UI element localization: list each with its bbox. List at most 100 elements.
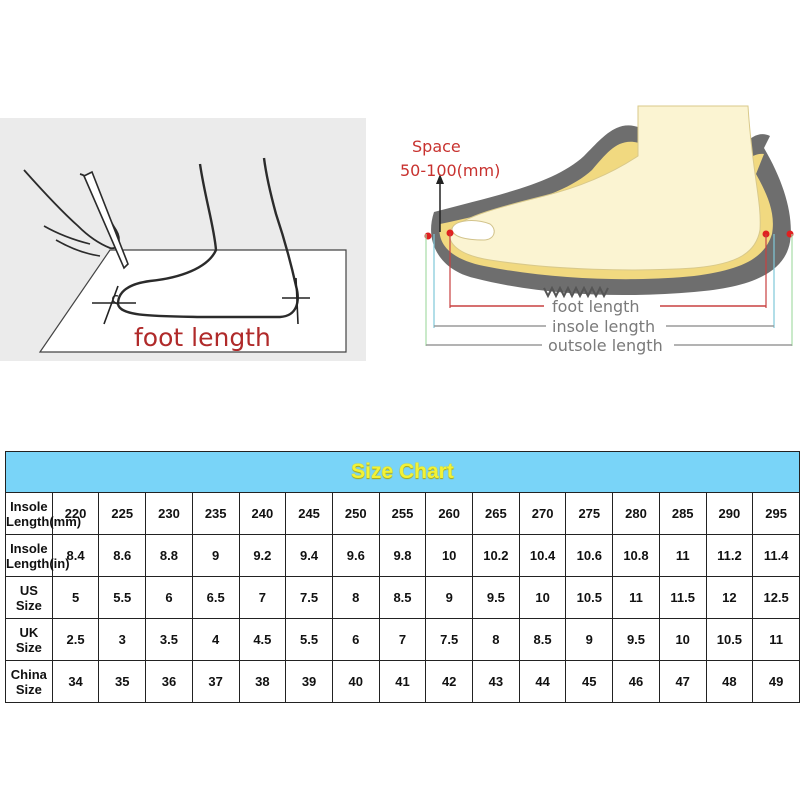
row-label: Insole Length(mm) xyxy=(5,492,81,535)
size-cell: 295 xyxy=(752,492,800,535)
size-cell: 5.5 xyxy=(98,576,147,619)
size-cell: 49 xyxy=(752,660,800,703)
size-cell: 9 xyxy=(565,618,614,661)
size-cell: 11.4 xyxy=(752,534,800,577)
size-cell: 9 xyxy=(191,534,240,577)
shoe-cross-section-illustration: Space 50-100(mm) foot length insole leng… xyxy=(394,92,800,382)
size-cell: 9.5 xyxy=(472,576,520,619)
size-cell: 10 xyxy=(518,576,567,619)
size-cell: 9.5 xyxy=(612,618,660,661)
arrow-head-icon xyxy=(436,174,444,184)
size-cell: 3.5 xyxy=(145,618,193,661)
size-cell: 10.8 xyxy=(612,534,660,577)
shoe-diagram: Space 50-100(mm) foot length insole leng… xyxy=(400,105,794,355)
foot-outline xyxy=(116,157,299,319)
size-cell: 7.5 xyxy=(285,576,333,619)
size-cell: 255 xyxy=(378,492,427,535)
size-cell: 4 xyxy=(191,618,240,661)
size-cell: 4.5 xyxy=(238,618,287,661)
finger-lines-lower xyxy=(55,239,101,257)
size-cell: 5.5 xyxy=(285,618,333,661)
sole-tread xyxy=(543,285,609,299)
size-cell: 48 xyxy=(705,660,754,703)
size-cell: 11 xyxy=(612,576,660,619)
row-label: UK Size xyxy=(5,618,53,661)
toe-nail xyxy=(451,220,495,241)
size-cell: 42 xyxy=(425,660,474,703)
size-cell: 275 xyxy=(565,492,614,535)
size-cell: 8 xyxy=(472,618,520,661)
size-cell: 11.5 xyxy=(658,576,707,619)
size-cell: 260 xyxy=(425,492,474,535)
foot-measuring-illustration: foot length xyxy=(0,118,366,361)
size-cell: 34 xyxy=(51,660,100,703)
size-cell: 8.8 xyxy=(145,534,193,577)
size-cell: 35 xyxy=(98,660,147,703)
size-chart-title: Size Chart xyxy=(5,451,800,493)
size-cell: 8.5 xyxy=(518,618,567,661)
size-cell: 11 xyxy=(658,534,707,577)
finger-lines xyxy=(43,225,91,245)
size-cell: 2.5 xyxy=(51,618,100,661)
foot-length-caption: foot length xyxy=(552,297,640,316)
row-label: China Size xyxy=(5,660,53,703)
size-cell: 44 xyxy=(518,660,567,703)
size-cell: 240 xyxy=(238,492,287,535)
size-cell: 9.4 xyxy=(285,534,333,577)
size-cell: 270 xyxy=(518,492,567,535)
size-cell: 6 xyxy=(145,576,193,619)
size-cell: 9.2 xyxy=(238,534,287,577)
size-cell: 8.6 xyxy=(98,534,147,577)
pencil-icon xyxy=(82,170,129,270)
space-label: Space xyxy=(412,137,461,156)
outsole-length-caption: outsole length xyxy=(548,336,663,355)
size-cell: 8 xyxy=(331,576,380,619)
size-cell: 235 xyxy=(191,492,240,535)
size-cell: 40 xyxy=(331,660,380,703)
size-cell: 10.5 xyxy=(705,618,754,661)
size-cell: 11.2 xyxy=(705,534,754,577)
heel-mark-vertical xyxy=(295,277,299,325)
size-cell: 11 xyxy=(752,618,800,661)
size-cell: 46 xyxy=(612,660,660,703)
size-cell: 43 xyxy=(472,660,520,703)
size-cell: 38 xyxy=(238,660,287,703)
size-cell: 280 xyxy=(612,492,660,535)
size-cell: 6.5 xyxy=(191,576,240,619)
foot-on-paper-drawing: foot length xyxy=(23,157,347,353)
size-cell: 12.5 xyxy=(752,576,800,619)
size-cell: 230 xyxy=(145,492,193,535)
size-cell: 9 xyxy=(425,576,474,619)
space-value: 50-100(mm) xyxy=(400,161,500,180)
size-cell: 45 xyxy=(565,660,614,703)
size-cell: 7 xyxy=(238,576,287,619)
size-cell: 37 xyxy=(191,660,240,703)
size-cell: 12 xyxy=(705,576,754,619)
size-cell: 290 xyxy=(705,492,754,535)
size-cell: 10.6 xyxy=(565,534,614,577)
size-cell: 39 xyxy=(285,660,333,703)
foot-shape xyxy=(449,105,761,271)
paper-sheet xyxy=(38,249,347,353)
insole-length-caption: insole length xyxy=(552,317,655,336)
toe-mark-diagonal xyxy=(103,285,119,325)
size-cell: 7.5 xyxy=(425,618,474,661)
size-cell: 265 xyxy=(472,492,520,535)
size-cell: 36 xyxy=(145,660,193,703)
size-cell: 9.8 xyxy=(378,534,427,577)
size-cell: 8.4 xyxy=(51,534,100,577)
size-cell: 6 xyxy=(331,618,380,661)
foot-length-label: foot length xyxy=(134,323,271,352)
size-cell: 245 xyxy=(285,492,333,535)
size-cell: 9.6 xyxy=(331,534,380,577)
size-cell: 10.4 xyxy=(518,534,567,577)
size-cell: 47 xyxy=(658,660,707,703)
size-cell: 7 xyxy=(378,618,427,661)
size-cell: 41 xyxy=(378,660,427,703)
size-cell: 8.5 xyxy=(378,576,427,619)
